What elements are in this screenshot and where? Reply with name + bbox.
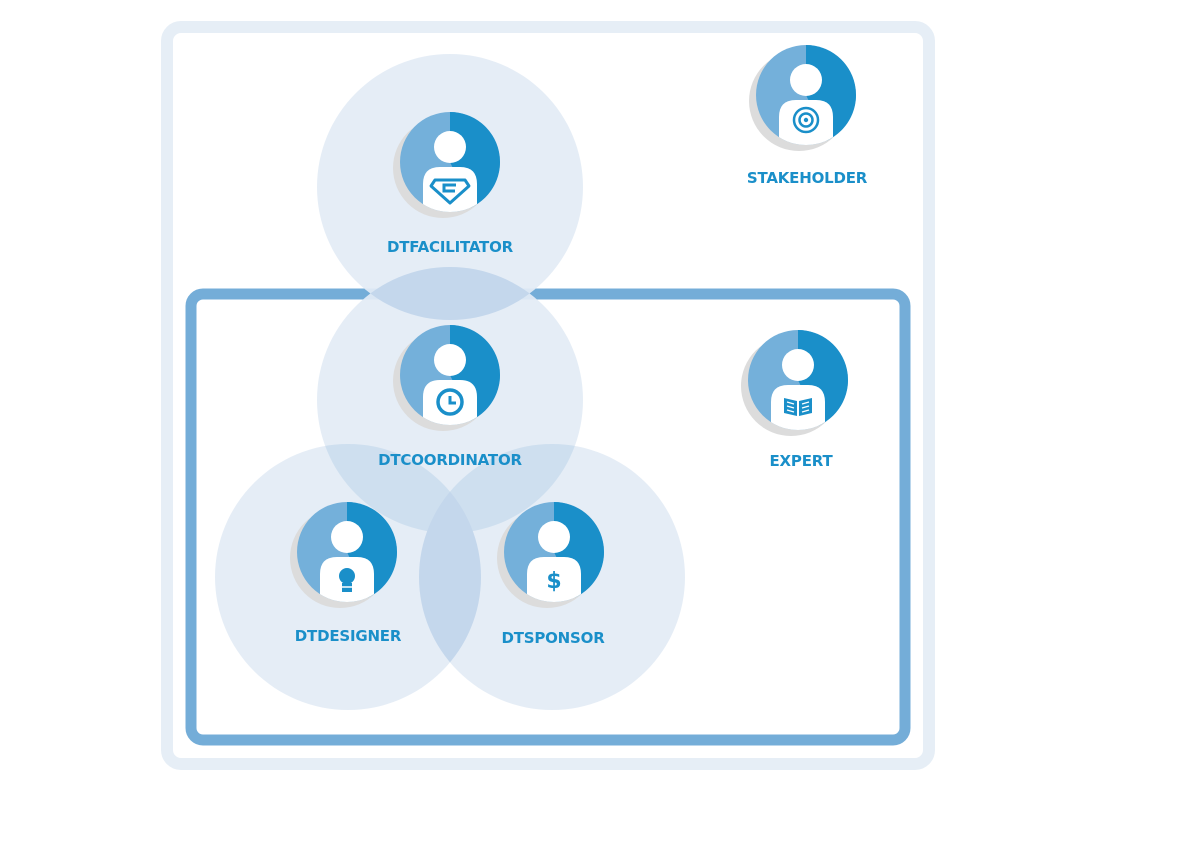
- facilitator-label: DTFACILITATOR: [387, 238, 514, 256]
- stakeholder-avatar: [749, 45, 856, 151]
- dollar-icon: $: [546, 569, 561, 594]
- avatars: $: [290, 45, 856, 608]
- open-book-icon: [784, 398, 812, 416]
- coordinator-avatar: [393, 325, 500, 431]
- role-labels: DTFACILITATOR DTCOORDINATOR DTDESIGNER D…: [295, 169, 868, 647]
- svg-text:$: $: [546, 569, 561, 594]
- overlap-coordinator-sponsor: [419, 444, 583, 533]
- coordinator-label: DTCOORDINATOR: [378, 451, 522, 469]
- designer-avatar: [290, 502, 397, 608]
- expert-label: EXPERT: [770, 452, 834, 470]
- inner-frame: [185, 288, 911, 746]
- sponsor-avatar: $: [497, 502, 604, 608]
- overlap-coordinator-designer: [317, 444, 481, 533]
- stakeholder-label: STAKEHOLDER: [747, 169, 868, 187]
- designer-label: DTDESIGNER: [295, 627, 402, 645]
- sponsor-label: DTSPONSOR: [501, 629, 605, 647]
- target-icon: [792, 106, 820, 134]
- lightbulb-icon: [339, 568, 355, 592]
- clock-icon: [436, 388, 464, 416]
- facilitator-avatar: [393, 112, 500, 218]
- expert-avatar: [741, 330, 848, 436]
- circle-overlaps: [317, 267, 583, 710]
- superhero-emblem-icon: [429, 178, 471, 205]
